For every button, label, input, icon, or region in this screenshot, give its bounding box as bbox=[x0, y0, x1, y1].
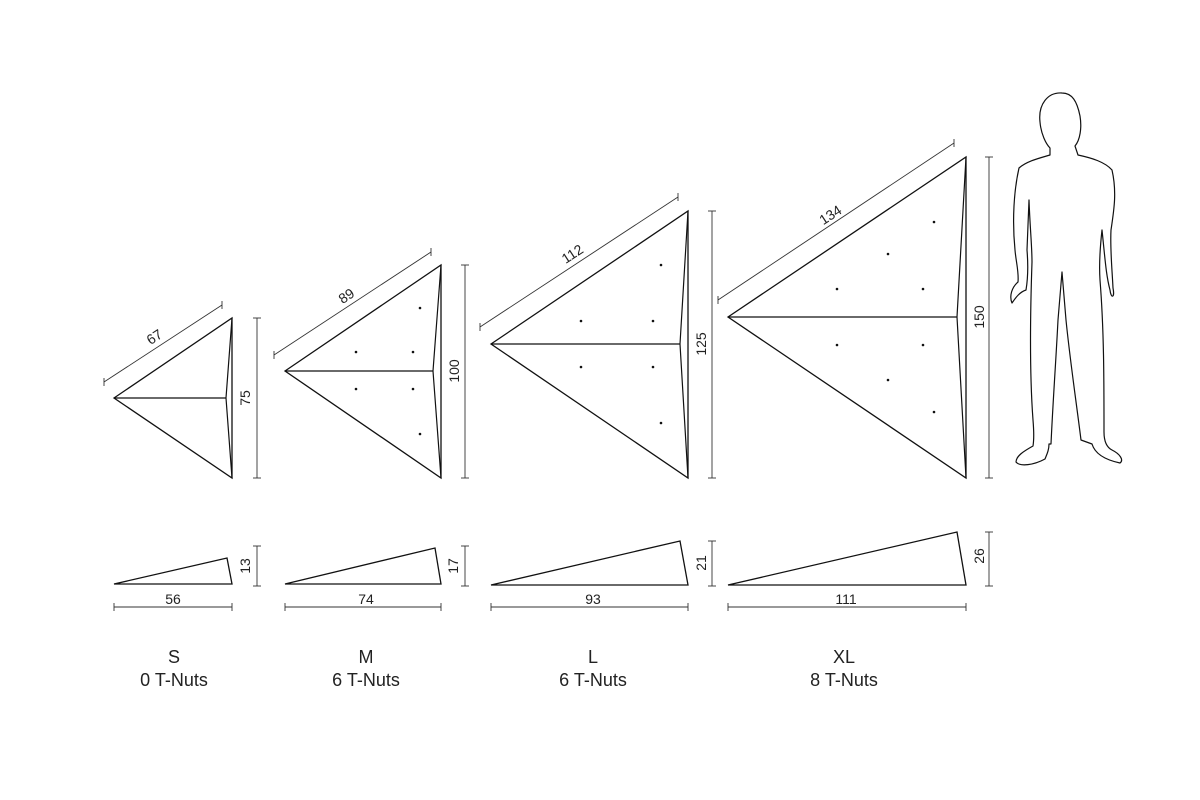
volume-l-tnut bbox=[651, 319, 655, 323]
volume-m-depth-label: 17 bbox=[445, 558, 461, 574]
volume-s-hypotenuse-dimension: 67 bbox=[103, 301, 223, 386]
volume-l-side-view: 21 93 bbox=[490, 540, 716, 611]
volume-xl-tnut bbox=[886, 378, 890, 382]
volume-xl-height-label: 150 bbox=[971, 305, 987, 329]
volume-xl-tnut bbox=[886, 252, 890, 256]
volume-m-size-label: M bbox=[358, 647, 374, 667]
volume-s-hypotenuse-label: 67 bbox=[143, 326, 165, 348]
volume-l-side-outline bbox=[490, 540, 689, 586]
volume-xl-tnut bbox=[835, 343, 839, 347]
volume-m-height-label: 100 bbox=[446, 359, 462, 383]
volume-l-caption: L 6 T-Nuts bbox=[513, 646, 673, 692]
volume-m-tnut bbox=[418, 432, 422, 436]
volume-xl-length-label: 111 bbox=[835, 591, 856, 607]
volume-m-tnut bbox=[354, 350, 358, 354]
volume-s-size-label: S bbox=[167, 647, 180, 667]
volume-l-height-label: 125 bbox=[693, 332, 709, 356]
volume-s-length-label: 56 bbox=[165, 591, 181, 607]
volume-s-caption: S 0 T-Nuts bbox=[94, 646, 254, 692]
volume-xl-height-dimension: 150 bbox=[971, 156, 993, 479]
volume-m-side-view: 17 74 bbox=[284, 545, 469, 611]
volume-xl-tnut bbox=[932, 410, 936, 414]
volume-m-front-view bbox=[283, 263, 442, 480]
volume-xl-depth-label: 26 bbox=[971, 548, 987, 564]
volume-xl-tnut bbox=[921, 343, 925, 347]
volume-m-tnut bbox=[411, 387, 415, 391]
volume-s-depth-label: 13 bbox=[237, 558, 253, 574]
volume-m-side-outline bbox=[284, 547, 442, 585]
volume-m-tnut bbox=[411, 350, 415, 354]
volume-xl-tnut bbox=[932, 220, 936, 224]
volume-l-depth-label: 21 bbox=[693, 555, 709, 571]
volume-xl-caption: XL 8 T-Nuts bbox=[764, 646, 924, 692]
volume-s-side-view: 13 56 bbox=[113, 545, 261, 611]
volume-s-tnuts-label: 0 T-Nuts bbox=[140, 670, 208, 690]
volume-xl-side-outline bbox=[727, 531, 967, 586]
volume-m-tnuts-label: 6 T-Nuts bbox=[332, 670, 400, 690]
volume-xl-tnuts-label: 8 T-Nuts bbox=[810, 670, 878, 690]
volume-s-height-dimension: 75 bbox=[237, 317, 261, 479]
volume-m-tnut bbox=[354, 387, 358, 391]
volume-m-caption: M 6 T-Nuts bbox=[286, 646, 446, 692]
volume-l-front-view bbox=[489, 209, 689, 480]
volume-l-tnut bbox=[579, 319, 583, 323]
volume-l-tnut bbox=[659, 263, 663, 267]
volume-xl-front-view bbox=[726, 155, 967, 480]
volume-m-height-dimension: 100 bbox=[446, 264, 469, 479]
volume-l-tnut bbox=[579, 365, 583, 369]
volume-xl-side-view: 26 111 bbox=[727, 531, 993, 611]
volume-l-tnut bbox=[651, 365, 655, 369]
volume-m-tnut bbox=[418, 306, 422, 310]
volume-m-hypotenuse-label: 89 bbox=[335, 285, 357, 307]
volume-l-length-label: 93 bbox=[585, 591, 601, 607]
volume-xl-tnut bbox=[921, 287, 925, 291]
volume-l-height-dimension: 125 bbox=[693, 210, 716, 479]
volume-l-tnuts-label: 6 T-Nuts bbox=[559, 670, 627, 690]
volume-m-hypotenuse-dimension: 89 bbox=[273, 248, 432, 359]
volume-l-size-label: L bbox=[587, 647, 598, 667]
volume-xl-tnut bbox=[835, 287, 839, 291]
person-silhouette-icon bbox=[1010, 92, 1123, 466]
volume-s-height-label: 75 bbox=[237, 390, 253, 406]
volume-xl-size-label: XL bbox=[832, 647, 856, 667]
volume-s-side-outline bbox=[113, 557, 233, 585]
volume-l-tnut bbox=[659, 421, 663, 425]
volume-m-length-label: 74 bbox=[358, 591, 374, 607]
volume-l-hypotenuse-label: 112 bbox=[559, 241, 587, 267]
volume-xl-hypotenuse-label: 134 bbox=[816, 202, 844, 228]
volume-s-front-view bbox=[112, 316, 233, 480]
